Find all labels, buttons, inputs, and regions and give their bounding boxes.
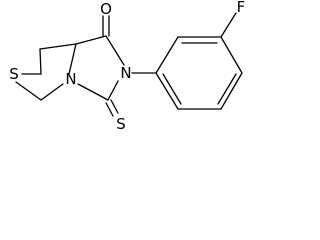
bond-ar-inner-2 <box>217 73 237 105</box>
bond-c-s-2 <box>110 99 119 114</box>
bond-ar-1 <box>155 36 179 74</box>
imide-nitrogen-atom-label: N <box>120 64 131 82</box>
bond-n-ch <box>68 43 77 75</box>
bond-ar-6 <box>155 72 179 110</box>
fluorine-atom-label: F <box>237 0 246 16</box>
bond-s-ch2 <box>15 81 42 101</box>
structure-diagram: O F N N S S <box>9 0 246 133</box>
bond-ch2-n <box>40 83 64 101</box>
bond-n-thiocarbonyl <box>107 80 119 101</box>
bond-ar-4 <box>220 72 243 110</box>
bond-c-f <box>220 12 237 38</box>
ring-nitrogen-atom-label: N <box>65 70 76 88</box>
bond-ar-inner-3 <box>162 73 182 105</box>
bond-ch-carbonyl <box>75 35 107 45</box>
bond-ar-3 <box>220 36 243 74</box>
bond-c-s-1 <box>105 102 114 117</box>
oxygen-atom-label: O <box>100 0 112 18</box>
thione-sulfur-atom-label: S <box>116 115 126 133</box>
bond-ch2-ch <box>39 43 77 50</box>
bond-carbonyl-n <box>105 35 125 66</box>
bond-thiocarbonyl-n <box>77 83 109 101</box>
bond-ch2-ch2 <box>39 48 42 75</box>
ring-sulfur-atom-label: S <box>9 65 19 83</box>
